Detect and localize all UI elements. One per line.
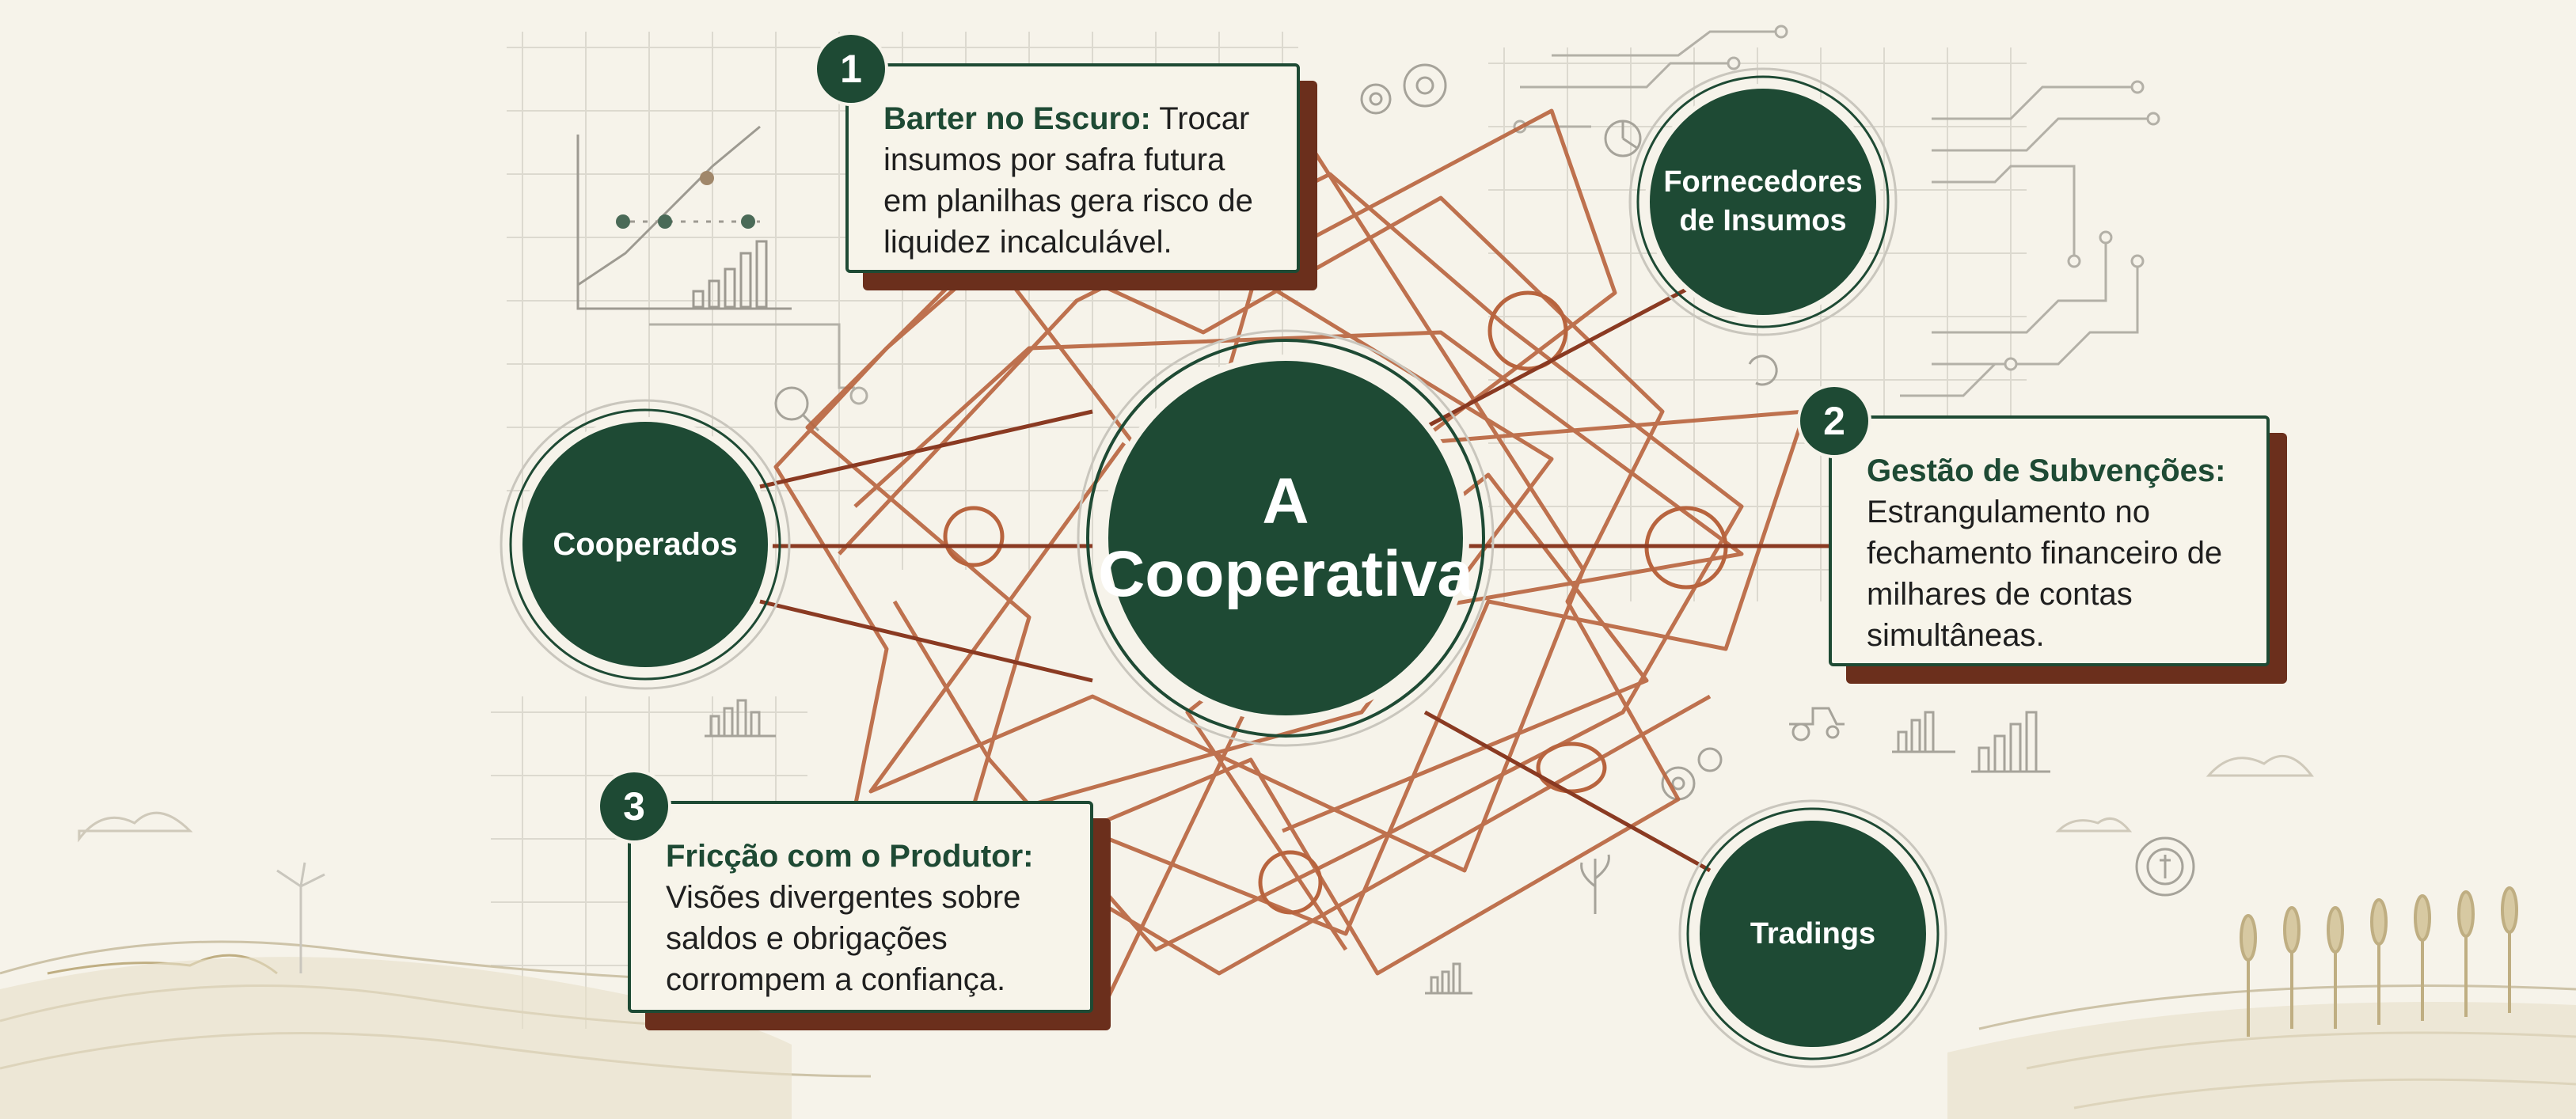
callout-3-text: Visões divergentes sobre saldos e obriga…	[666, 880, 1021, 997]
callout-2-text: Estrangulamento no fechamento financeiro…	[1867, 495, 2223, 653]
cooperados-label: Cooperados	[553, 526, 738, 562]
callout-2-badge: 2	[1797, 384, 1871, 458]
chart-dots	[616, 171, 755, 229]
callout-2-title: Gestão de Subvenções:	[1867, 453, 2226, 488]
pie-chart-icon	[1604, 119, 1642, 157]
tradings-label: Tradings	[1750, 916, 1876, 950]
gear-icon	[1360, 63, 1447, 115]
bar-chart-icon-2	[705, 699, 2050, 995]
connector-line	[649, 323, 855, 389]
gear-icon-2	[1661, 747, 1723, 801]
callout-1-title: Barter no Escuro:	[883, 101, 1151, 136]
circuit-lines-icon	[1520, 30, 2153, 397]
center-node-label: A Cooperativa	[1098, 465, 1473, 610]
callout-1-badge: 1	[814, 32, 888, 106]
callout-1: Barter no Escuro: Trocar insumos por saf…	[845, 63, 1300, 273]
recycle-icon	[1748, 355, 1778, 386]
money-gear-icon	[2135, 836, 2195, 897]
node-rings	[500, 67, 1947, 1068]
cloud-icon	[78, 755, 2315, 843]
callout-3-title: Fricção com o Produtor:	[666, 839, 1034, 874]
wind-turbine-icon	[276, 862, 325, 973]
line-chart-icon	[576, 125, 792, 310]
fornecedores-label: Fornecedores de Insumos	[1663, 165, 1863, 237]
callout-1-text: Trocar insumos por safra futura em plani…	[883, 101, 1253, 260]
spokes	[759, 275, 1845, 873]
node-cooperados[interactable]	[509, 408, 781, 681]
tractor-icon	[1789, 707, 1845, 742]
callout-3-badge: 3	[597, 769, 671, 844]
bar-chart-icon	[692, 240, 768, 309]
node-fornecedores[interactable]	[1636, 75, 1890, 328]
callout-3: Fricção com o Produtor: Visões divergent…	[628, 801, 1093, 1013]
node-tradings[interactable]	[1686, 807, 1940, 1060]
center-node[interactable]	[1086, 339, 1485, 738]
plant-icon	[1580, 854, 1610, 914]
callout-2: Gestão de Subvenções: Estrangulamento no…	[1829, 415, 2270, 666]
farm-hill-fill	[0, 957, 2576, 1119]
wheat-icon	[2240, 886, 2518, 1037]
